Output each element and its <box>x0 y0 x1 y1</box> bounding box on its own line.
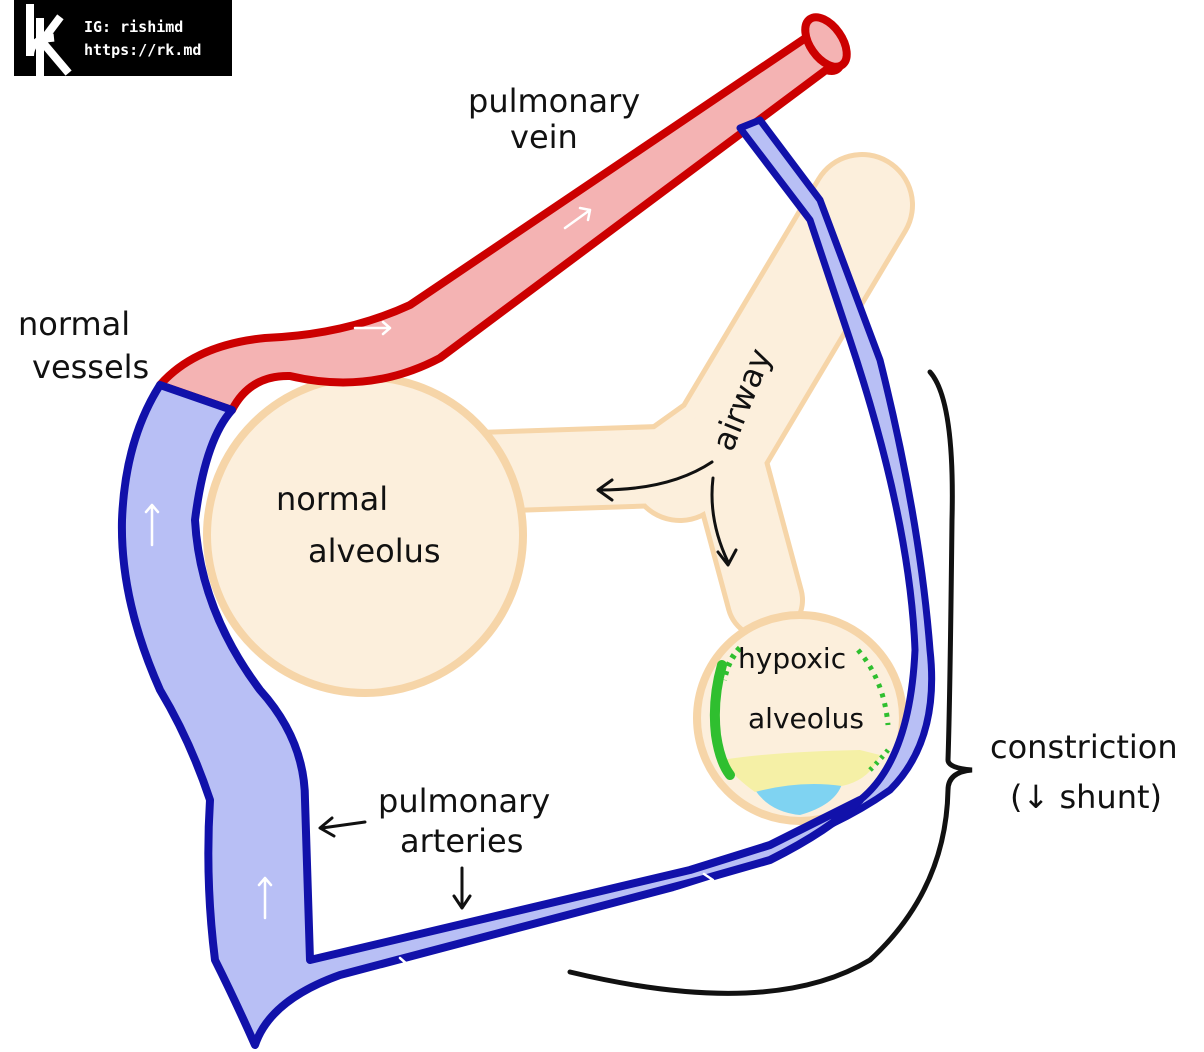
hypoxic-alveolus-label-1: hypoxic <box>738 642 846 675</box>
normal-alveolus-label-2: alveolus <box>308 532 441 570</box>
hypoxic-alveolus-label-2: alveolus <box>748 702 864 735</box>
arteries-left-arrow <box>320 818 365 836</box>
brand-instagram: IG: rishimd <box>84 18 183 36</box>
brand-badge: IG: rishimd https://rk.md <box>14 0 232 76</box>
constriction-label-1: constriction <box>990 728 1178 766</box>
pulmonary-vein-label-2: vein <box>510 118 578 156</box>
pulmonary-arteries-label-1: pulmonary <box>378 782 550 820</box>
constriction-label-2: (↓ shunt) <box>1010 778 1162 816</box>
normal-vessels-label-2: vessels <box>32 348 149 386</box>
brand-url: https://rk.md <box>84 41 201 59</box>
pulmonary-vein-label-1: pulmonary <box>468 82 640 120</box>
pulmonary-arteries-label-2: arteries <box>400 822 523 860</box>
normal-vessels-label-1: normal <box>18 305 130 343</box>
normal-alveolus-label-1: normal <box>276 480 388 518</box>
arteries-down-arrow <box>454 868 470 908</box>
